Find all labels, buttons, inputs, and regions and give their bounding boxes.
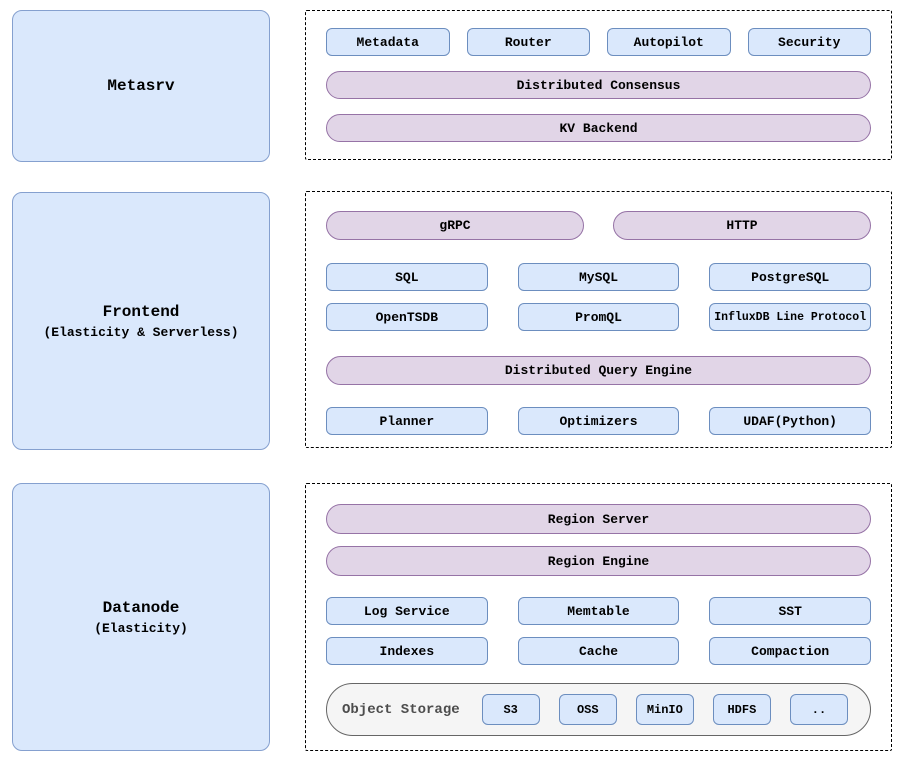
node-metasrv: Metasrv bbox=[12, 10, 270, 162]
component-security: Security bbox=[747, 28, 871, 56]
component-planner: Planner bbox=[326, 407, 488, 435]
protocol-promql: PromQL bbox=[517, 303, 680, 331]
metasrv-consensus-row: Distributed Consensus bbox=[326, 71, 871, 99]
protocol-postgresql: PostgreSQL bbox=[709, 263, 872, 291]
group-metasrv: Metadata Router Autopilot Security Distr… bbox=[305, 10, 892, 160]
storage-backend-hdfs: HDFS bbox=[712, 694, 771, 725]
node-datanode: Datanode (Elasticity) bbox=[12, 483, 270, 751]
component-compaction: Compaction bbox=[709, 637, 872, 665]
protocol-influxdb-line-protocol: InfluxDB Line Protocol bbox=[709, 303, 872, 331]
storage-backend-more: .. bbox=[789, 694, 849, 725]
datanode-components-row-2: Indexes Cache Compaction bbox=[326, 637, 872, 665]
metasrv-kv-row: KV Backend bbox=[326, 114, 871, 142]
pill-http: HTTP bbox=[613, 211, 871, 240]
component-autopilot: Autopilot bbox=[607, 28, 731, 56]
protocol-mysql: MySQL bbox=[517, 263, 680, 291]
datanode-region-server-row: Region Server bbox=[326, 504, 871, 534]
component-optimizers: Optimizers bbox=[517, 407, 680, 435]
protocol-sql: SQL bbox=[326, 263, 488, 291]
node-frontend-subtitle: (Elasticity & Serverless) bbox=[43, 324, 239, 340]
frontend-engine-components-row: Planner Optimizers UDAF(Python) bbox=[326, 407, 872, 435]
component-cache: Cache bbox=[517, 637, 680, 665]
pill-region-server: Region Server bbox=[326, 504, 871, 534]
frontend-entry-row: gRPC HTTP bbox=[326, 211, 871, 240]
group-frontend: gRPC HTTP SQL MySQL PostgreSQL OpenTSDB … bbox=[305, 191, 892, 448]
pill-region-engine: Region Engine bbox=[326, 546, 871, 576]
node-frontend: Frontend (Elasticity & Serverless) bbox=[12, 192, 270, 450]
object-storage-container: Object Storage S3 OSS MinIO HDFS .. bbox=[326, 683, 871, 736]
node-datanode-title: Datanode bbox=[102, 598, 180, 617]
protocol-opentsdb: OpenTSDB bbox=[326, 303, 488, 331]
datanode-components-row-1: Log Service Memtable SST bbox=[326, 597, 872, 625]
object-storage-label: Object Storage bbox=[342, 701, 460, 718]
group-datanode: Region Server Region Engine Log Service … bbox=[305, 483, 892, 751]
frontend-protocols-row-2: OpenTSDB PromQL InfluxDB Line Protocol bbox=[326, 303, 872, 331]
frontend-engine-row: Distributed Query Engine bbox=[326, 356, 871, 385]
pill-distributed-consensus: Distributed Consensus bbox=[326, 71, 871, 99]
storage-backend-minio: MinIO bbox=[635, 694, 694, 725]
component-indexes: Indexes bbox=[326, 637, 488, 665]
frontend-protocols-row-1: SQL MySQL PostgreSQL bbox=[326, 263, 872, 291]
component-log-service: Log Service bbox=[326, 597, 488, 625]
component-udaf-python: UDAF(Python) bbox=[709, 407, 872, 435]
metasrv-components-row: Metadata Router Autopilot Security bbox=[326, 28, 871, 56]
storage-backend-oss: OSS bbox=[558, 694, 617, 725]
component-router: Router bbox=[466, 28, 590, 56]
pill-kv-backend: KV Backend bbox=[326, 114, 871, 142]
component-sst: SST bbox=[709, 597, 872, 625]
datanode-region-engine-row: Region Engine bbox=[326, 546, 871, 576]
node-metasrv-title: Metasrv bbox=[107, 77, 175, 95]
storage-backend-s3: S3 bbox=[481, 694, 540, 725]
pill-grpc: gRPC bbox=[326, 211, 584, 240]
component-memtable: Memtable bbox=[517, 597, 680, 625]
pill-distributed-query-engine: Distributed Query Engine bbox=[326, 356, 871, 385]
node-datanode-subtitle: (Elasticity) bbox=[94, 620, 188, 636]
node-frontend-title: Frontend bbox=[102, 302, 180, 321]
component-metadata: Metadata bbox=[326, 28, 450, 56]
